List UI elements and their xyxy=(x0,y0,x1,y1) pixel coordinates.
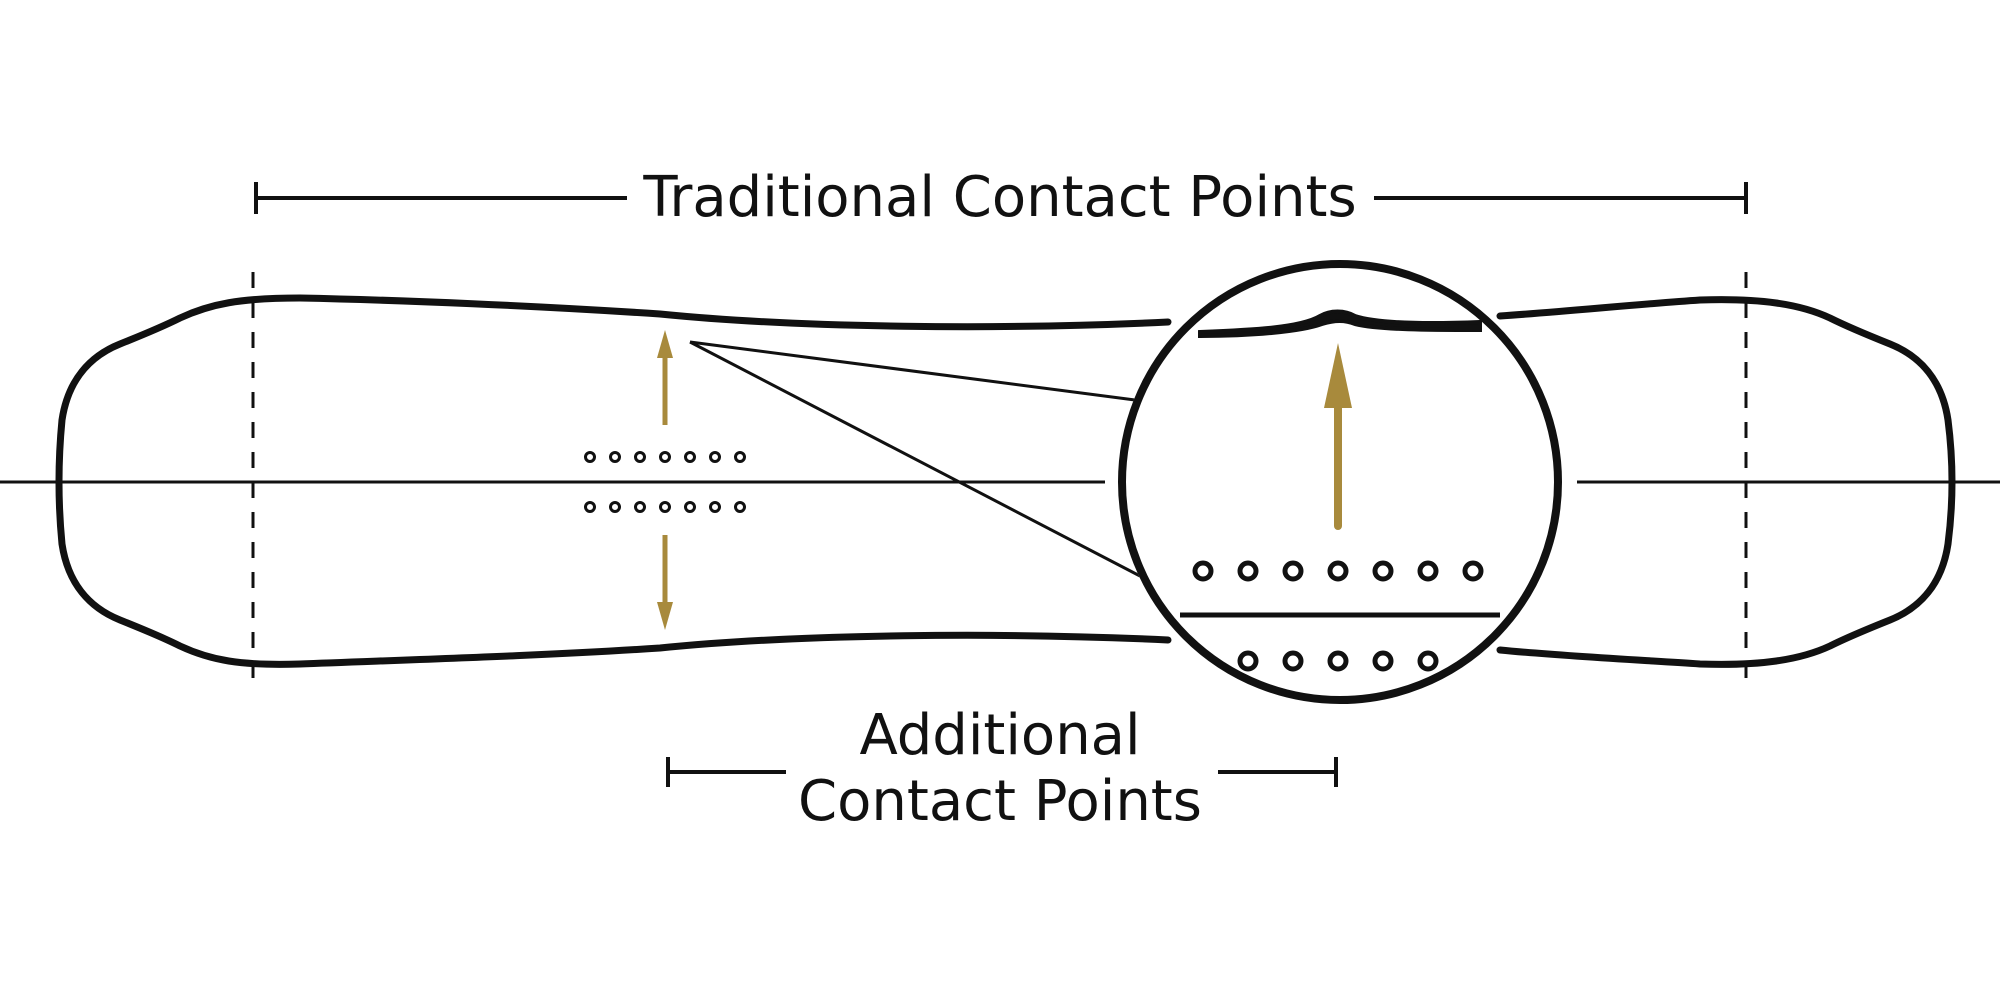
board-outline xyxy=(55,294,1956,668)
insert-hole xyxy=(634,451,646,463)
zoom-leader-upper xyxy=(689,340,1136,402)
arrow-down-icon xyxy=(657,535,673,630)
insert-hole xyxy=(584,451,596,463)
zoom-detail xyxy=(1118,260,1562,704)
insert-hole xyxy=(734,451,746,463)
insert-hole xyxy=(734,501,746,513)
zoom-board-edge xyxy=(1198,309,1482,339)
additional-label-line2: Contact Points xyxy=(798,769,1202,834)
traditional-contact-points-label: Traditional Contact Points xyxy=(642,165,1356,230)
insert-hole xyxy=(684,451,696,463)
zoom-inserts-lower xyxy=(1237,650,1439,672)
insert-hole xyxy=(659,501,671,513)
insert-hole xyxy=(709,501,721,513)
zoom-circle-border xyxy=(1118,260,1562,704)
insert-hole xyxy=(709,451,721,463)
insert-hole xyxy=(684,501,696,513)
insert-hole xyxy=(659,451,671,463)
zoom-leader-lower xyxy=(689,340,1141,578)
traditional-dimension-line xyxy=(254,182,1748,214)
insert-hole xyxy=(584,501,596,513)
zoom-inserts-upper xyxy=(1192,560,1484,582)
insert-hole xyxy=(634,501,646,513)
binding-inserts xyxy=(584,451,746,513)
zoom-callout-leaders xyxy=(689,340,1141,578)
arrow-up-icon xyxy=(657,330,673,425)
arrow-up-icon xyxy=(1324,343,1352,530)
insert-hole xyxy=(609,501,621,513)
additional-dimension-line xyxy=(666,757,1338,787)
insert-hole xyxy=(609,451,621,463)
additional-label-line1: Additional xyxy=(859,703,1140,768)
